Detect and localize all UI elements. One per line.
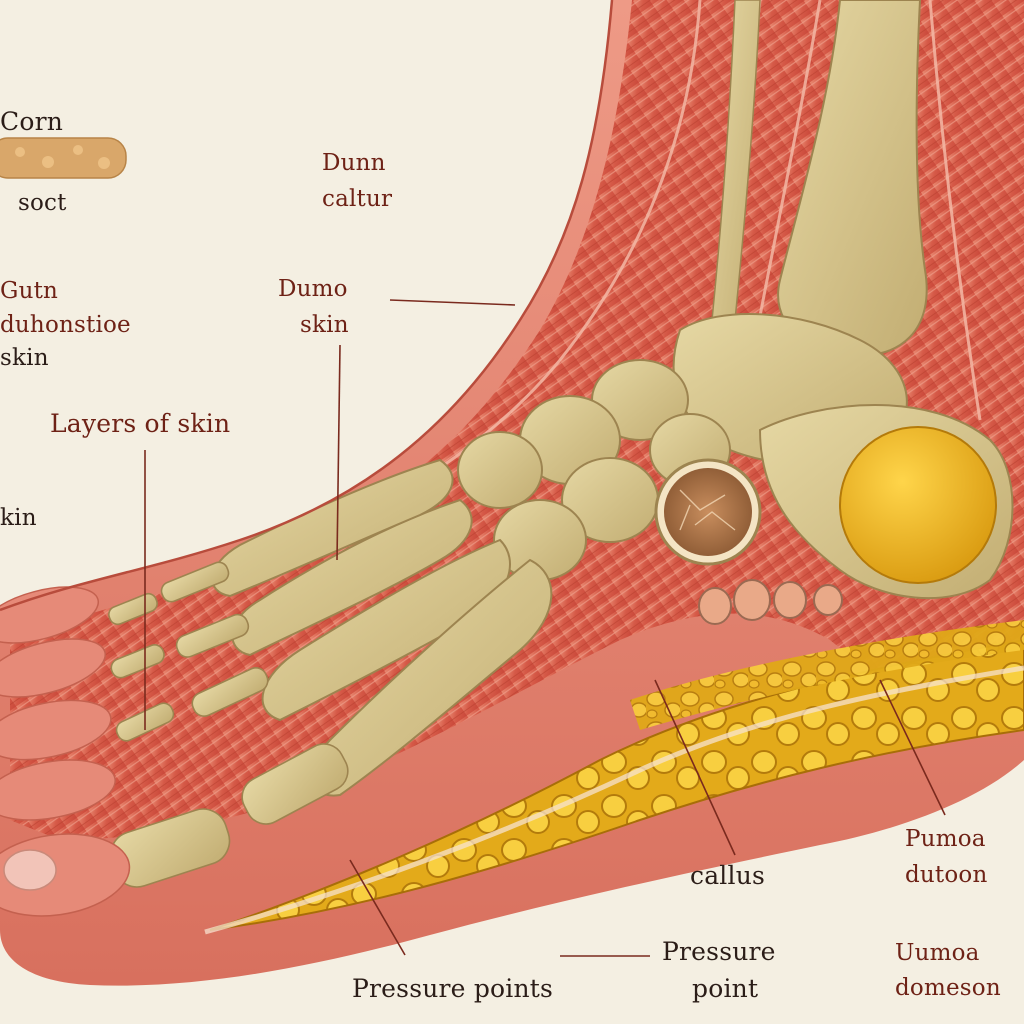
toes [0, 586, 131, 917]
label-soct: soct [18, 190, 67, 216]
label-layers-of-skin: Layers of skin [50, 409, 231, 438]
label-pressure: Pressure [662, 937, 776, 966]
corn-sample-swatch [0, 137, 127, 179]
label-point: point [692, 974, 759, 1003]
label-gutn: Gutn [0, 278, 59, 304]
label-corn: Corn [0, 107, 64, 136]
sole-fat-layer [209, 638, 1024, 931]
label-caltur: caltur [322, 186, 393, 212]
heel-fat-pad [839, 426, 997, 584]
label-dumo-skin: skin [300, 312, 349, 338]
label-dutoon: dutoon [905, 862, 988, 888]
label-uumoa: Uumoa [895, 940, 980, 966]
label-kin: kin [0, 505, 37, 531]
label-pumoa: Pumoa [905, 826, 986, 852]
skin-surface-line [0, 0, 614, 612]
leader-lines [144, 299, 946, 957]
sole-fat-inner [630, 620, 1024, 730]
label-pressure-points: Pressure points [352, 974, 554, 1003]
metatarsal-bones [211, 458, 553, 797]
phalanx-bones [108, 561, 349, 888]
label-duhonstioe: duhonstioe [0, 312, 131, 338]
label-callus: callus [690, 861, 766, 890]
label-dunn: Dunn [322, 150, 386, 176]
label-left-skin: skin [0, 345, 49, 371]
tendon-sections [698, 579, 843, 625]
label-domeson: domeson [895, 975, 1001, 1001]
label-dumo: Dumo [278, 276, 348, 302]
tarsal-bones [457, 359, 731, 581]
